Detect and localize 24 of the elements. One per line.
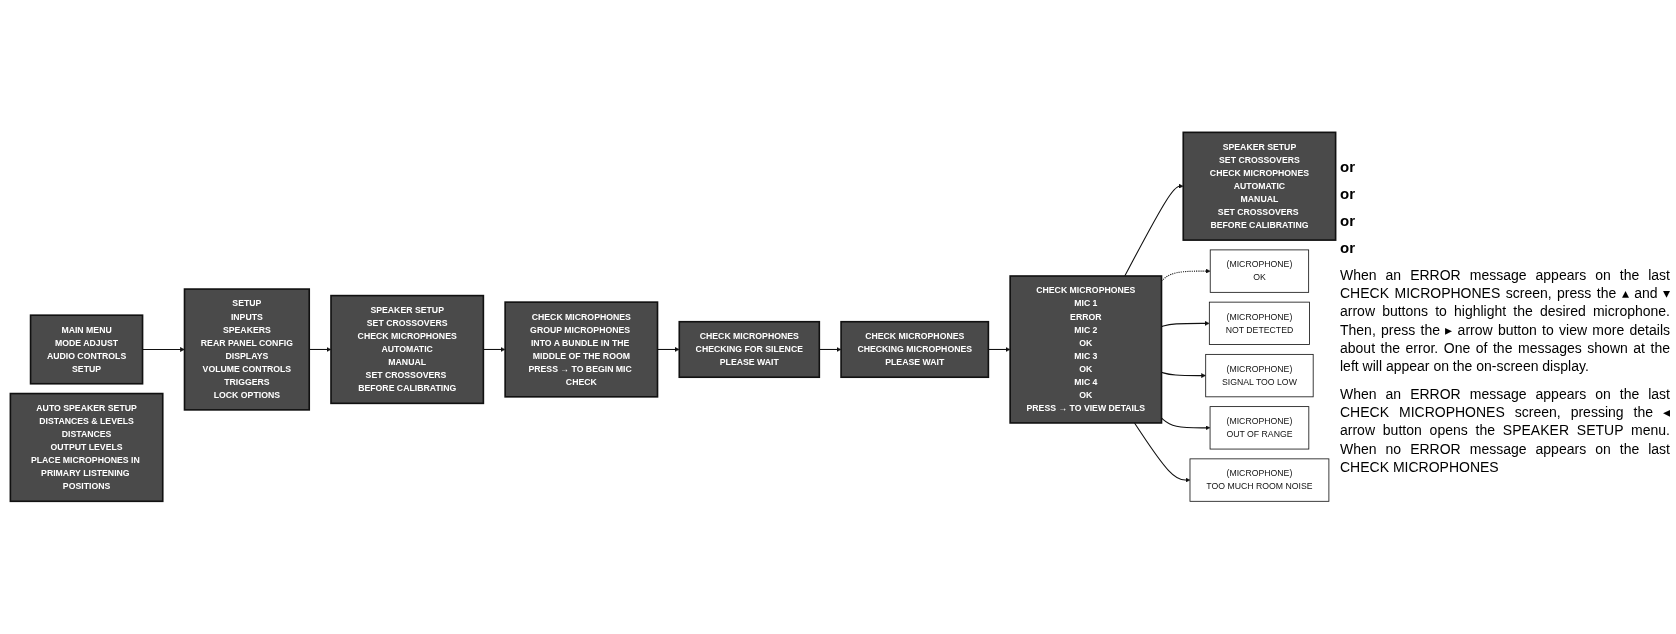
- or-label: or: [1340, 184, 1356, 202]
- node-box: (MICROPHONE) NOT DETECTED: [1208, 301, 1310, 346]
- node-box: SPEAKER SETUP SET CROSSOVERS CHECK MICROPHONES AUTOMATIC MANUAL SET CROSSOVERS BEFORE CALIBRATING: [1182, 131, 1337, 242]
- node-box: MAIN MENU MODE ADJUST AUDIO CONTROLS SETUP: [29, 314, 144, 385]
- node-box: AUTO SPEAKER SETUP DISTANCES & LEVELS DISTANCES OUTPUT LEVELS PLACE MICROPHONES IN PRIMARY LISTENING POSITIONS: [9, 392, 164, 503]
- node-box: (MICROPHONE) SIGNAL TOO LOW: [1205, 354, 1314, 398]
- or-label: or: [1340, 211, 1356, 229]
- or-label: or: [1340, 157, 1356, 175]
- node-box: SPEAKER SETUP SET CROSSOVERS CHECK MICROPHONES AUTOMATIC MANUAL SET CROSSOVERS BEFORE CALIBRATING: [330, 294, 485, 405]
- node-box: CHECK MICROPHONES CHECKING FOR SILENCE PLEASE WAIT: [678, 321, 821, 379]
- arrow: [1124, 184, 1184, 277]
- note-text: When an ERROR message appears on the last CHECK MICROPHONES screen, press the ▴ and ▾ arrow buttons to highlight the desired microphone. Then, press the ▸ arrow button to view more details about the error. One of the messages shown at the left will appear on the on-screen display.: [1340, 265, 1670, 376]
- node-box: (MICROPHONE) TOO MUCH ROOM NOISE: [1189, 458, 1330, 502]
- note-text: When an ERROR message appears on the last CHECK MICROPHONES screen, pressing the ◂ arrow button opens the SPEAKER SETUP menu. When no ERROR message appears on the last CHECK MICROPHONES: [1340, 385, 1670, 477]
- node-box: CHECK MICROPHONES MIC 1 ERROR MIC 2 OK MIC 3 OK MIC 4 OK PRESS → TO VIEW DETAILS: [1009, 275, 1163, 424]
- or-label: or: [1340, 238, 1356, 256]
- arrow: [1160, 268, 1211, 282]
- arrow: [1133, 422, 1191, 483]
- node-box: (MICROPHONE) OK: [1209, 249, 1310, 293]
- node-box: SETUP INPUTS SPEAKERS REAR PANEL CONFIG DISPLAYS VOLUME CONTROLS TRIGGERS LOCK OPTIONS: [183, 288, 311, 411]
- node-box: (MICROPHONE) OUT OF RANGE: [1209, 406, 1310, 450]
- arrow: [142, 347, 185, 353]
- node-box: CHECK MICROPHONES CHECKING MICROPHONES PLEASE WAIT: [840, 321, 990, 379]
- node-box: CHECK MICROPHONES GROUP MICROPHONES INTO A BUNDLE IN THE MIDDLE OF THE ROOM PRESS → TO BEGIN MIC CHECK: [504, 301, 659, 398]
